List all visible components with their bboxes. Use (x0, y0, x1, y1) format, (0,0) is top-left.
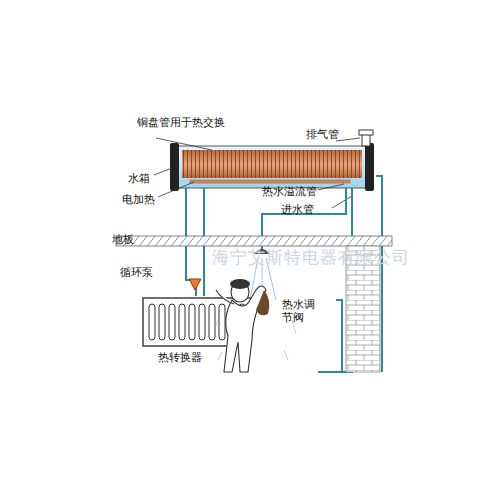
watermark: 海宁艾斯特电器有限公司 (212, 247, 410, 267)
callout-label: 排气管 (306, 128, 339, 141)
floor-label: 地板 (112, 233, 134, 246)
callout-label: 热转换器 (158, 351, 202, 364)
callout-label: 铜盘管用于热交换 (137, 116, 225, 129)
callout-label: 热水溢流管 (262, 185, 317, 198)
callout-label: 循环泵 (120, 266, 153, 279)
callout-label: 水箱 (128, 172, 150, 185)
callout-label: 电加热 (122, 193, 155, 206)
callout-label: 热水调节阀 (282, 298, 317, 324)
callout-label: 进水管 (281, 203, 314, 216)
